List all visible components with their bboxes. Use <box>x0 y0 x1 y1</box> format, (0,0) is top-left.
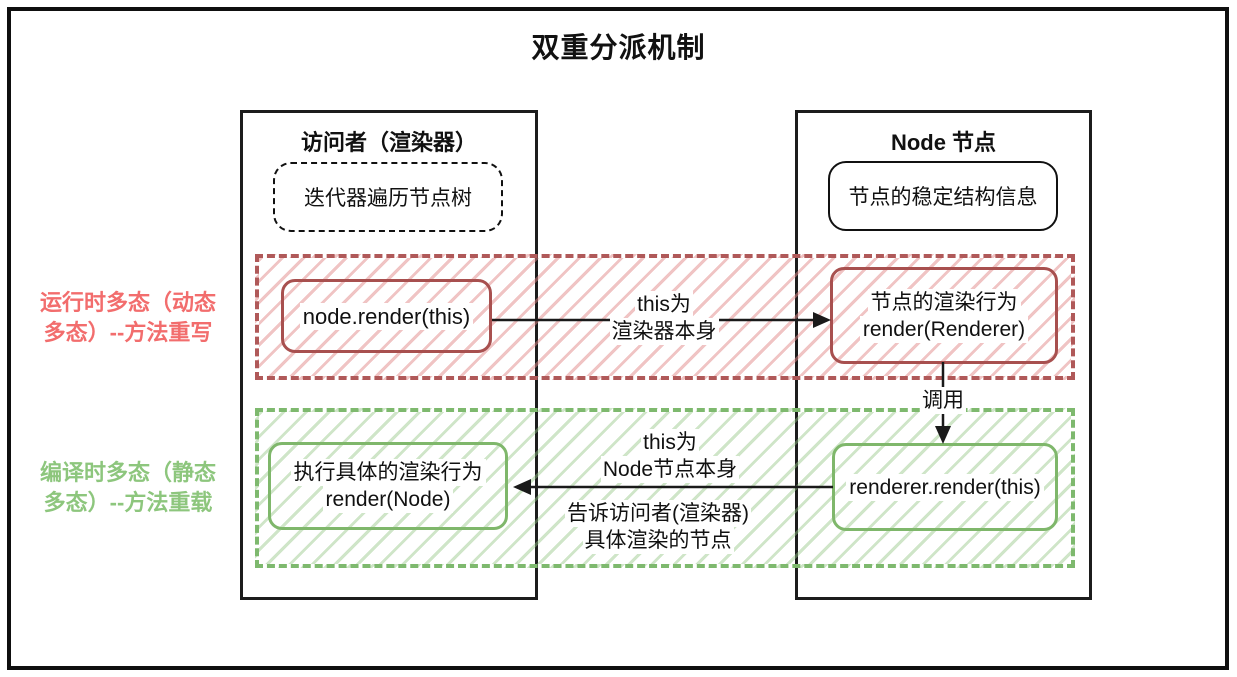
renderer-render-this-box: renderer.render(this) <box>832 443 1058 531</box>
render-behavior-line2: render(Renderer) <box>859 315 1029 343</box>
this-is-renderer-line2: 渲染器本身 <box>609 318 719 345</box>
compile-label-line2: 多态）--方法重载 <box>43 490 213 515</box>
runtime-label-line1: 运行时多态（动态 <box>39 290 216 315</box>
node-structure-box: 节点的稳定结构信息 <box>828 161 1058 231</box>
tell-visitor-label: 告诉访问者(渲染器) 具体渲染的节点 <box>546 500 770 554</box>
node-render-behavior-box: 节点的渲染行为 render(Renderer) <box>830 267 1058 364</box>
node-render-this-box: node.render(this) <box>281 279 492 353</box>
this-is-renderer-label: this为 渲染器本身 <box>596 291 732 345</box>
tell-visitor-line1: 告诉访问者(渲染器) <box>565 500 751 527</box>
compile-polymorphism-label: 编译时多态（静态 多态）--方法重载 <box>6 458 250 518</box>
this-is-node-line1: this为 <box>641 429 699 456</box>
render-behavior-line1: 节点的渲染行为 <box>867 288 1021 316</box>
iterator-traverse-label: 迭代器遍历节点树 <box>304 187 472 210</box>
tell-visitor-line2: 具体渲染的节点 <box>582 527 734 554</box>
diagram-title: 双重分派机制 <box>531 32 706 63</box>
call-label-text: 调用 <box>920 387 966 414</box>
node-structure-label: 节点的稳定结构信息 <box>848 186 1038 209</box>
outer-frame <box>7 7 1229 670</box>
visitor-column-header: 访问者（渲染器） <box>300 130 477 155</box>
execute-render-box: 执行具体的渲染行为 render(Node) <box>268 442 508 530</box>
runtime-label-line2: 多态）--方法重写 <box>43 320 213 345</box>
this-is-node-line2: Node节点本身 <box>600 456 740 483</box>
renderer-render-this-label: renderer.render(this) <box>846 473 1044 501</box>
execute-render-line1: 执行具体的渲染行为 <box>290 459 486 486</box>
compile-label-line1: 编译时多态（静态 <box>39 460 216 485</box>
runtime-polymorphism-label: 运行时多态（动态 多态）--方法重写 <box>6 288 250 348</box>
execute-render-line2: render(Node) <box>322 486 454 513</box>
node-column-header: Node 节点 <box>890 130 997 155</box>
this-is-node-label: this为 Node节点本身 <box>581 429 759 483</box>
node-render-this-label: node.render(this) <box>299 302 474 330</box>
this-is-renderer-line1: this为 <box>635 291 693 318</box>
call-label: 调用 <box>910 387 976 414</box>
iterator-traverse-box: 迭代器遍历节点树 <box>273 162 503 232</box>
